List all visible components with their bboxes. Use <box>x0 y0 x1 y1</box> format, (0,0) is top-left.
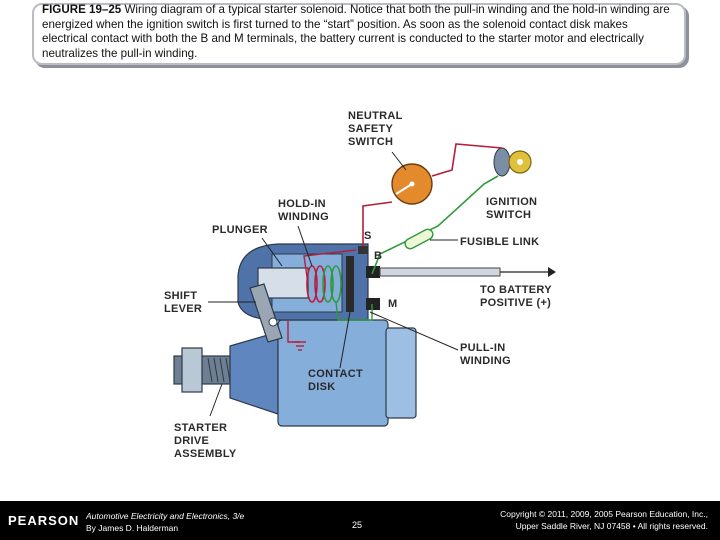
copyright: Copyright © 2011, 2009, 2005 Pearson Edu… <box>500 508 708 532</box>
copyright-line-2: Upper Saddle River, NJ 07458 • All right… <box>515 521 708 531</box>
book-title: Automotive Electricity and Electronics, … <box>86 511 245 521</box>
label-neutral-safety-switch: NEUTRAL SAFETY SWITCH <box>348 110 403 148</box>
footer-bar: PEARSON Automotive Electricity and Elect… <box>0 501 720 540</box>
ground-symbol <box>294 341 306 351</box>
label-contact-disk: CONTACT DISK <box>308 368 364 393</box>
diagram-illustration <box>173 143 556 427</box>
fusible-link <box>404 228 434 250</box>
battery-cable <box>379 267 501 277</box>
label-terminal-b: B <box>374 250 383 262</box>
caption-text: Wiring diagram of a typical starter sole… <box>42 3 670 60</box>
caption-box <box>32 3 686 65</box>
battery-arrow-head <box>548 267 556 277</box>
label-terminal-s: S <box>364 230 372 242</box>
label-terminal-m: M <box>388 298 398 310</box>
label-starter-drive-assembly: STARTER DRIVE ASSEMBLY <box>174 422 237 460</box>
start-circuit-wire <box>362 143 503 246</box>
battery-feed-wire <box>371 175 499 275</box>
label-to-battery-positive: TO BATTERY POSITIVE (+) <box>480 284 552 309</box>
switch-contact-arm <box>395 183 413 195</box>
label-ignition-switch: IGNITION SWITCH <box>486 196 538 221</box>
page-number: 25 <box>352 520 363 530</box>
pull-in-wire <box>335 301 373 321</box>
figure-label: FIGURE 19–25 <box>42 3 122 16</box>
book-author: By James D. Halderman <box>86 523 179 533</box>
terminal-m <box>366 298 380 310</box>
label-shift-lever: SHIFT LEVER <box>164 290 203 315</box>
pearson-logo: PEARSON <box>8 513 80 528</box>
label-fusible-link: FUSIBLE LINK <box>460 236 540 248</box>
switch-pivot <box>409 181 415 187</box>
shift-lever-pivot <box>268 317 278 327</box>
contact-disk <box>346 256 354 312</box>
figure-caption: FIGURE 19–25 Wiring diagram of a typical… <box>42 3 672 61</box>
shift-lever <box>249 283 283 343</box>
drive-housing <box>229 331 279 415</box>
copyright-line-1: Copyright © 2011, 2009, 2005 Pearson Edu… <box>500 509 708 519</box>
hold-in-wire <box>303 249 357 285</box>
leader-lines <box>208 151 459 417</box>
starter-solenoid-diagram: NEUTRAL SAFETY SWITCH IGNITION SWITCH HO… <box>160 106 560 466</box>
pinion-gear <box>181 347 203 393</box>
ignition-cylinder <box>493 147 511 177</box>
label-pull-in-winding: PULL-IN WINDING <box>460 342 511 367</box>
label-hold-in-winding: HOLD-IN WINDING <box>278 198 329 223</box>
label-plunger: PLUNGER <box>212 224 268 236</box>
ignition-key-hole <box>517 159 523 165</box>
motor-end-cap <box>385 327 417 419</box>
book-credit: Automotive Electricity and Electronics, … <box>86 510 244 534</box>
terminal-s <box>358 246 368 254</box>
